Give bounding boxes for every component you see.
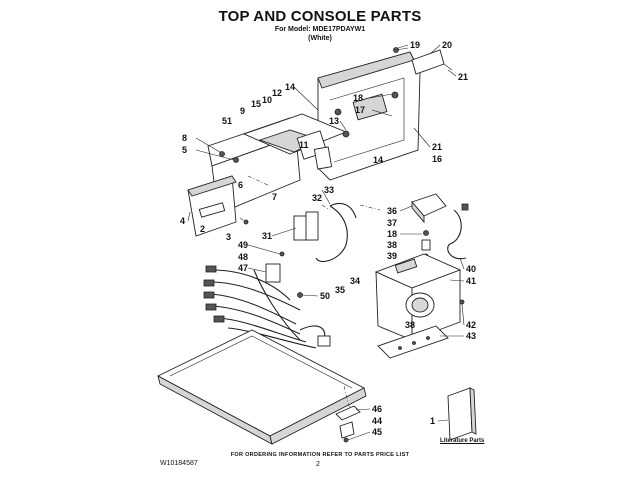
callout-35: 35 (335, 285, 345, 295)
literature-parts-label: Literature Parts (440, 438, 485, 444)
console-housing (374, 253, 465, 341)
callout-11: 11 (299, 140, 309, 150)
callout-43: 43 (466, 331, 476, 341)
callout-44: 44 (372, 416, 382, 426)
callout-34: 34 (350, 276, 360, 286)
callout-21: 20 (442, 40, 452, 50)
callout-41: 41 (466, 276, 476, 286)
console-back-panel (317, 51, 421, 181)
document-number: W10184587 (160, 460, 198, 467)
switch-bracket-parts (411, 193, 469, 260)
literature-booklet-icon (447, 387, 477, 441)
callout-8: 8 (182, 133, 187, 143)
callout-18a: 18 (353, 93, 363, 103)
callout-50: 50 (320, 291, 330, 301)
callout-36: 36 (387, 206, 397, 216)
page-title: TOP AND CONSOLE PARTS (218, 8, 422, 25)
callout-19: 21 (432, 142, 442, 152)
callout-labels: 19 20 21 14 12 10 15 9 51 18 17 13 14 21… (180, 40, 476, 437)
callout-16: 16 (432, 154, 442, 164)
callout-13: 13 (329, 116, 339, 126)
color-subtitle: (White) (308, 35, 332, 42)
base-bracket (377, 325, 449, 359)
top-panel (157, 329, 367, 445)
callout-2: 2 (200, 224, 205, 234)
callout-31: 31 (262, 231, 272, 241)
callout-47: 47 (238, 263, 248, 273)
callout-9: 9 (240, 106, 245, 116)
callout-10: 10 (262, 95, 272, 105)
callout-38a: 38 (387, 240, 397, 250)
callout-32: 32 (312, 193, 322, 203)
page-number: 2 (316, 461, 320, 468)
callout-17: 17 (355, 105, 365, 115)
callout-51: 51 (222, 116, 232, 126)
callout-46: 46 (372, 404, 382, 414)
callout-15: 15 (251, 99, 261, 109)
callout-1: 1 (430, 416, 435, 426)
leader-lines (187, 44, 465, 441)
model-subtitle: For Model: MDE17PDAYW1 (274, 26, 366, 33)
callout-33: 33 (324, 185, 334, 195)
timer-assembly (293, 202, 381, 263)
console-end-cap (187, 175, 249, 237)
ordering-notice: FOR ORDERING INFORMATION REFER TO PARTS … (230, 452, 410, 458)
hinge-parts (335, 405, 361, 443)
callout-18b: 18 (387, 229, 397, 239)
callout-37: 37 (387, 218, 397, 228)
callout-39: 39 (387, 251, 397, 261)
callout-12: 12 (272, 88, 282, 98)
callout-38b: 38 (405, 320, 415, 330)
callout-6: 6 (238, 180, 243, 190)
wire-harness (203, 251, 331, 349)
callout-42: 42 (466, 320, 476, 330)
callout-5: 5 (182, 145, 187, 155)
callout-49: 49 (238, 240, 248, 250)
callout-22: 21 (458, 72, 468, 82)
callout-20: 19 (410, 40, 420, 50)
callout-14a: 14 (285, 82, 295, 92)
callout-48: 48 (238, 252, 248, 262)
callout-7: 7 (272, 192, 277, 202)
callout-14b: 14 (373, 155, 383, 165)
callout-45: 45 (372, 427, 382, 437)
callout-4: 4 (180, 216, 185, 226)
callout-3: 3 (226, 232, 231, 242)
callout-40: 40 (466, 264, 476, 274)
